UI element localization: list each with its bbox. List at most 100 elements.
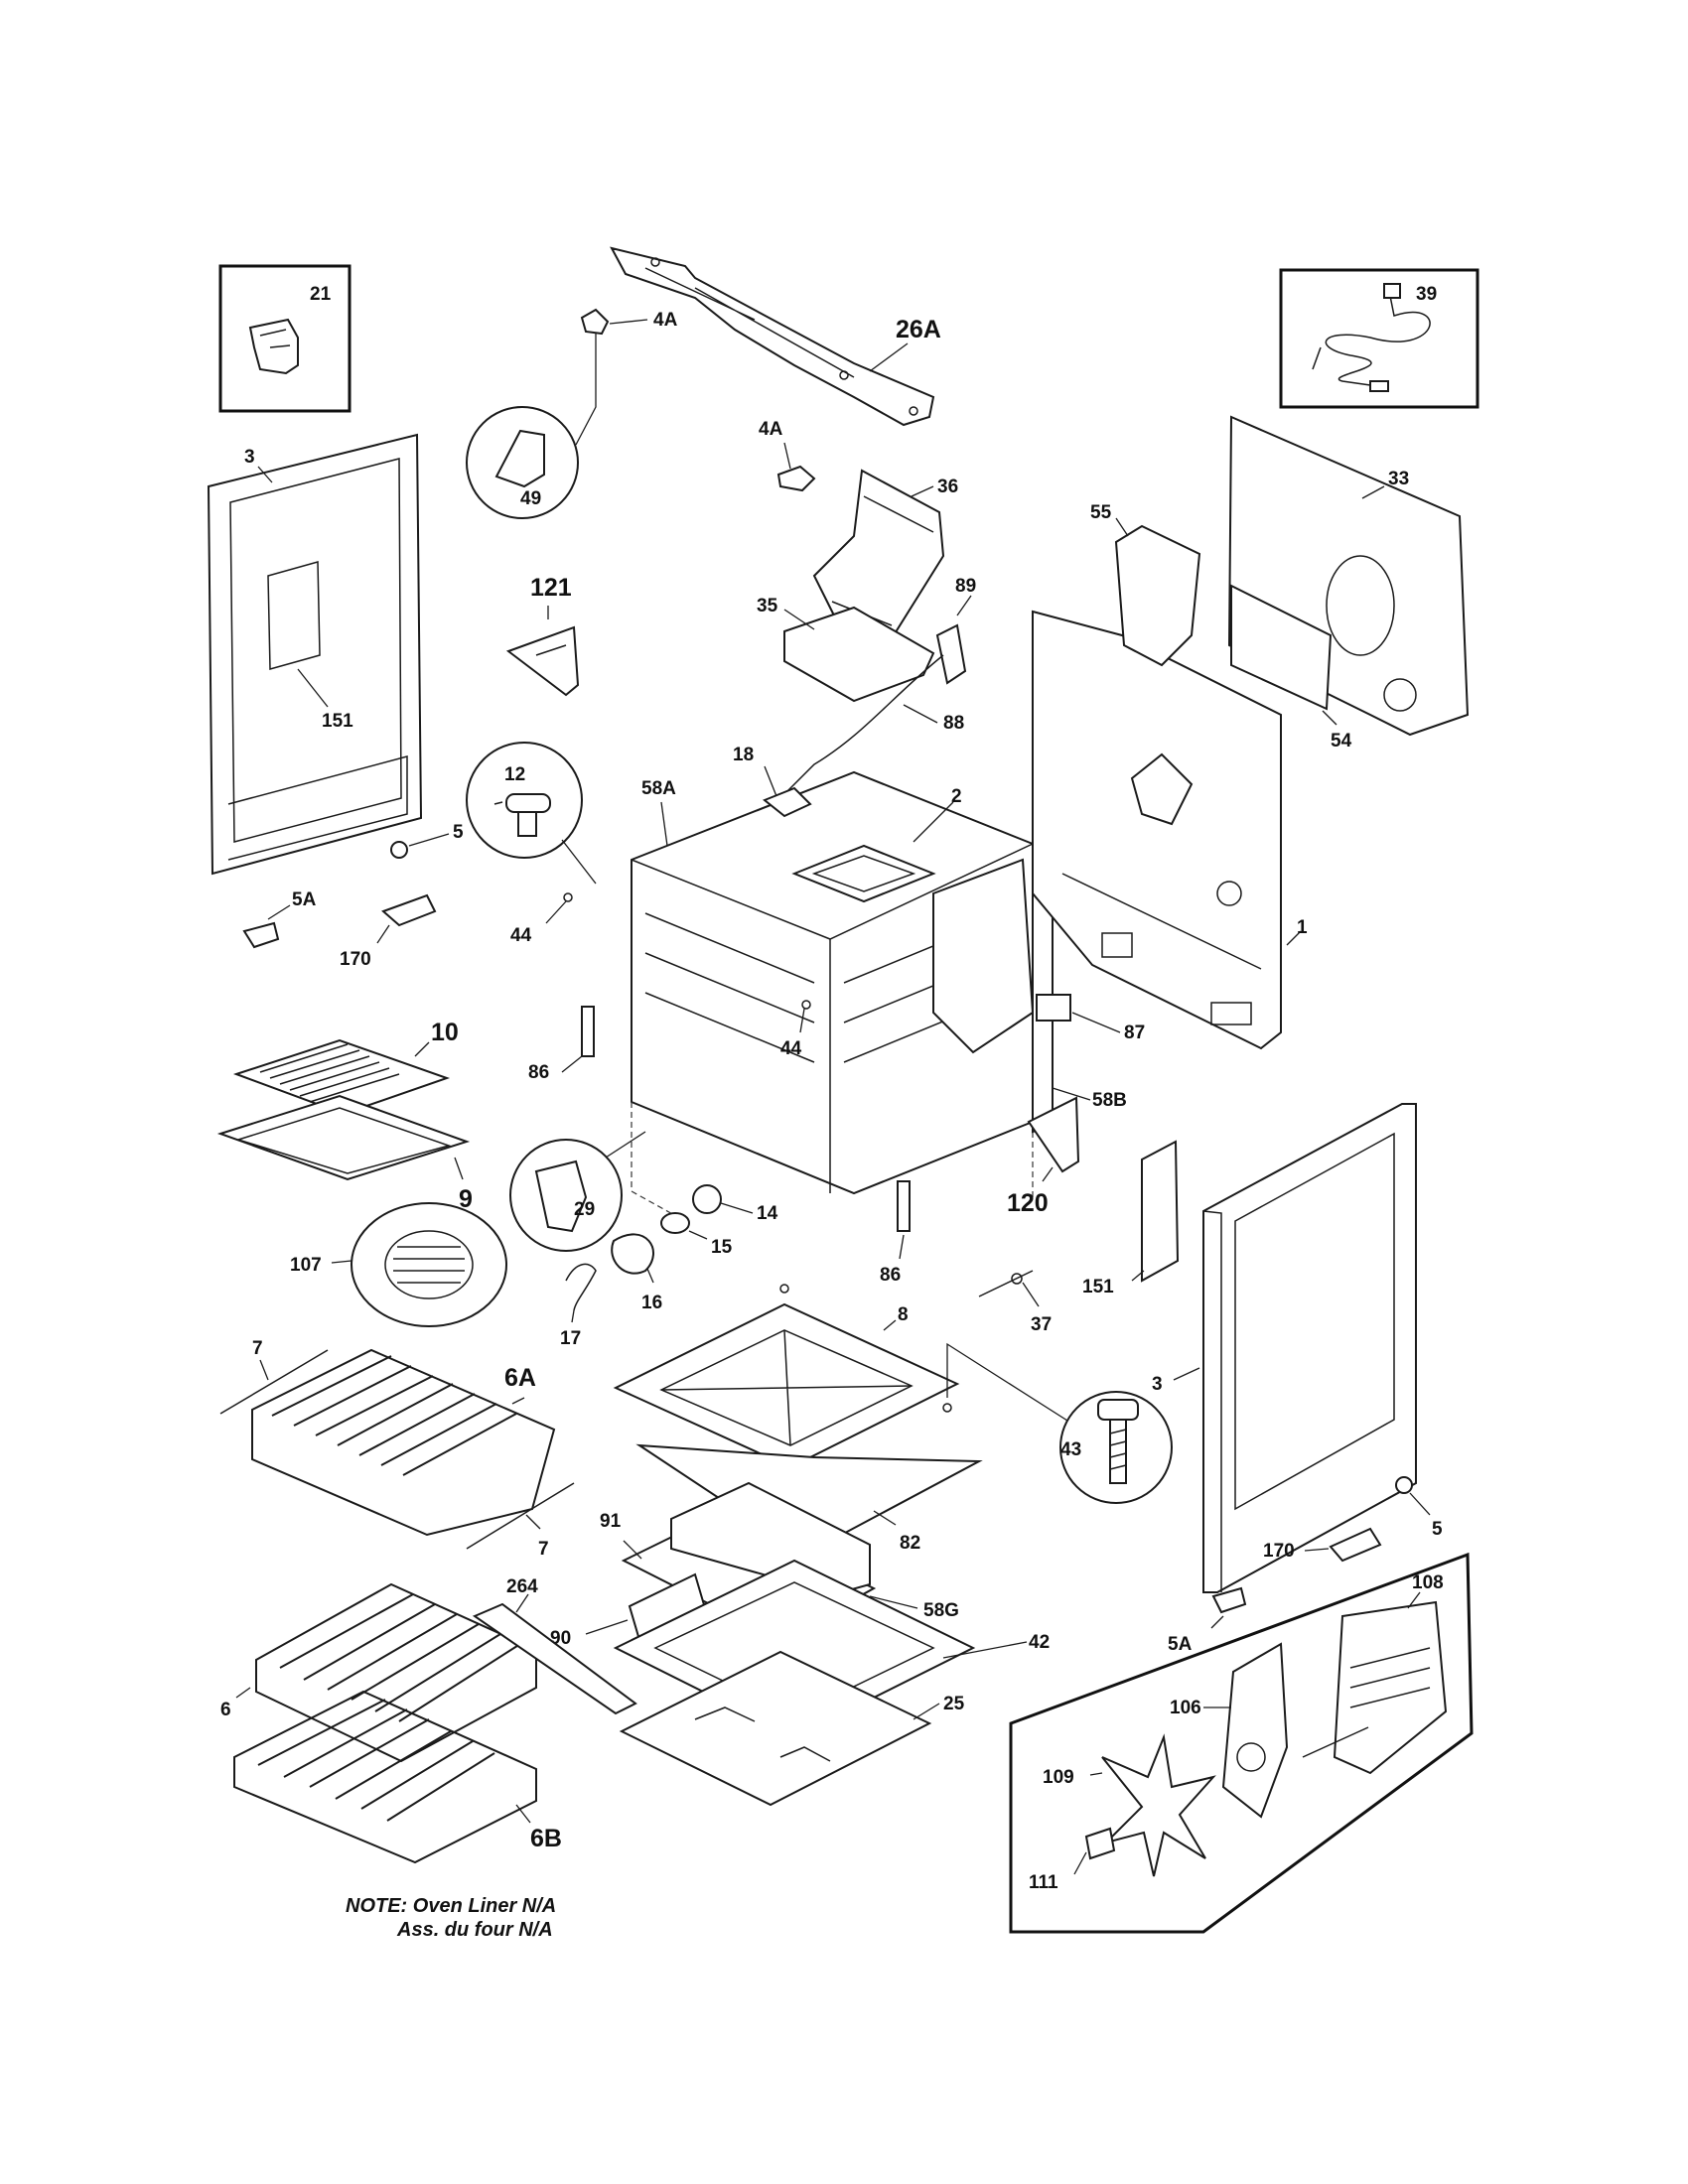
label-18: 18 [733,745,754,765]
part-7-rack-slides: 7 7 [219,1338,575,1560]
label-170-right: 170 [1263,1541,1295,1562]
note-line-2: Ass. du four N/A [396,1919,553,1941]
part-58G-burner-box: 58G [670,1481,959,1621]
label-3-right: 3 [1152,1374,1163,1395]
label-3-left: 3 [244,447,255,468]
label-5A-right: 5A [1168,1634,1193,1655]
label-58B: 58B [1092,1090,1127,1111]
part-4A-lower: 4A [759,419,816,492]
label-12: 12 [504,764,525,785]
part-87-terminal: 87 [1036,994,1145,1043]
part-5-170-5A-left: 5 170 5A [242,822,464,970]
callout-29: 29 [509,1131,646,1252]
part-36-35-duct: 36 35 [757,469,958,703]
part-121-bracket: 121 [505,574,580,697]
label-4A-upper: 4A [653,310,678,331]
label-111: 111 [1029,1872,1058,1893]
part-58A-oven-cavity: 58A 18 2 58B [631,745,1127,1222]
label-7-lower: 7 [538,1539,549,1560]
label-10: 10 [431,1019,459,1046]
label-44-left: 44 [510,925,532,946]
part-86-hinge-receivers: 86 86 [528,1006,911,1286]
label-6B: 6B [530,1825,562,1852]
part-3-right-door: 3 [1152,1103,1417,1593]
label-58A: 58A [641,778,676,799]
label-29: 29 [574,1199,595,1220]
part-26A-bracket: 26A [610,246,941,427]
note-block: NOTE: Oven Liner N/A Ass. du four N/A [346,1895,556,1941]
label-91: 91 [600,1511,622,1532]
label-82: 82 [900,1533,920,1554]
label-1: 1 [1297,917,1308,938]
label-33: 33 [1388,469,1409,489]
label-16: 16 [641,1293,662,1313]
label-86-left: 86 [528,1062,549,1083]
label-264: 264 [506,1576,538,1597]
label-26A: 26A [896,316,941,343]
part-151-right-bracket: 151 [1082,1140,1180,1297]
part-8-oven-bottom: 8 [613,1284,960,1469]
part-44-screws: 44 44 [510,892,811,1059]
label-108: 108 [1412,1572,1444,1593]
part-4A-upper: 4A [575,308,678,446]
label-14: 14 [757,1203,778,1224]
label-36: 36 [937,477,958,497]
label-121: 121 [530,574,572,602]
part-25-bottom-plate: 25 [619,1650,965,1807]
label-54: 54 [1331,731,1352,751]
label-49: 49 [520,488,541,509]
part-6-oven-rack: 6 [220,1582,537,1763]
note-line-1: NOTE: Oven Liner N/A [346,1895,556,1917]
label-87: 87 [1124,1023,1145,1043]
label-2: 2 [951,786,962,807]
label-43: 43 [1060,1439,1081,1460]
label-17: 17 [560,1328,581,1349]
part-33-rear-cover: 33 [1227,415,1470,737]
label-9: 9 [459,1185,473,1213]
label-89: 89 [955,576,976,597]
part-42-oven-floor: 42 [613,1559,1050,1739]
label-15: 15 [711,1237,733,1258]
label-88: 88 [943,713,964,734]
part-6B-oven-rack: 6B [233,1690,562,1864]
label-120: 120 [1007,1189,1049,1217]
label-151-right: 151 [1082,1277,1114,1297]
label-5-left: 5 [453,822,464,843]
label-5A-left: 5A [292,889,317,910]
label-58G: 58G [923,1600,959,1621]
label-35: 35 [757,596,778,616]
label-5-right: 5 [1432,1519,1443,1540]
label-109: 109 [1043,1767,1074,1788]
part-3-left-door: 3 151 [207,433,423,876]
callout-12: 12 [466,742,597,885]
label-107: 107 [290,1255,322,1276]
part-14-17-oven-light: 14 15 16 17 [560,1184,778,1349]
label-6A: 6A [504,1364,536,1392]
part-55-shield: 55 [1090,502,1201,667]
label-86-right: 86 [880,1265,901,1286]
label-37: 37 [1031,1314,1052,1335]
label-6: 6 [220,1700,231,1720]
part-264-trim: 264 [472,1576,637,1715]
label-106: 106 [1170,1698,1201,1718]
callout-49: 49 [466,406,579,519]
part-39-box: 39 [1279,268,1479,409]
label-21: 21 [310,284,332,305]
label-55: 55 [1090,502,1112,523]
label-4A-lower: 4A [759,419,783,440]
part-89-88-sensor: 89 88 [783,576,976,795]
part-10-broil-grill: 10 [232,1019,459,1116]
part-21-box: 21 [218,264,352,413]
label-7-upper: 7 [252,1338,263,1359]
label-170-left: 170 [340,949,371,970]
label-8: 8 [898,1304,909,1325]
part-37-wire: 37 [978,1270,1052,1335]
part-54-bracket: 54 [1230,584,1352,751]
label-44-right: 44 [780,1038,802,1059]
part-120-bracket: 120 [1007,1096,1080,1217]
label-25: 25 [943,1694,965,1714]
label-42: 42 [1029,1632,1050,1653]
part-9-broil-pan: 9 [216,1094,473,1213]
part-convection-fan-box: 108 106 109 111 [1009,1552,1474,1934]
